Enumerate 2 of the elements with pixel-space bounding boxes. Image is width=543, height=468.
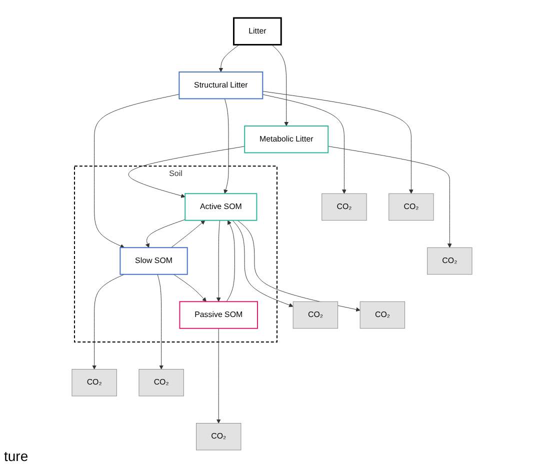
label-text: ture bbox=[4, 448, 28, 464]
arrow bbox=[172, 274, 206, 302]
